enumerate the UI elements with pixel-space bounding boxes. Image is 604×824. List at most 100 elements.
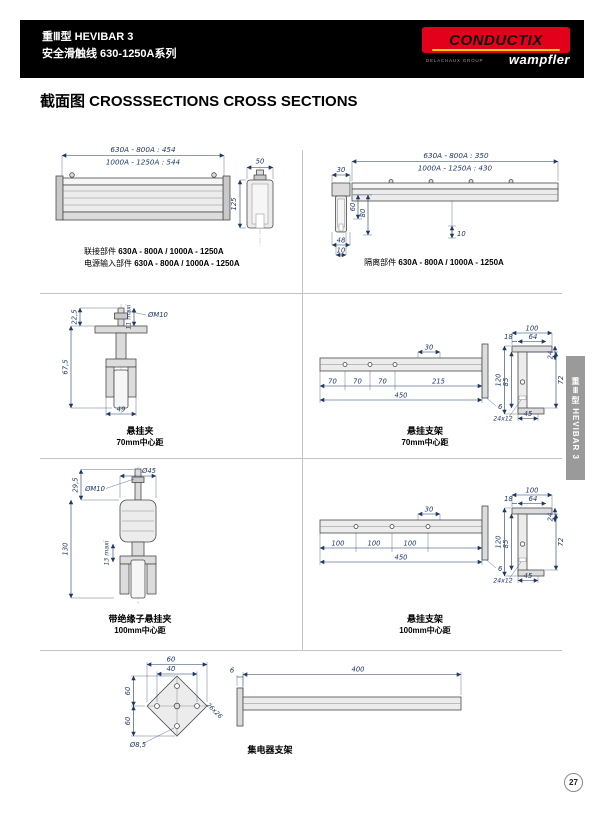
b100-seg2: 100	[368, 540, 381, 548]
bracket-100-drawing: 30 100 100 100 450 6 100 64 18	[319, 487, 565, 585]
dim-29-5: 29,5	[72, 477, 80, 492]
header-line2: 安全滑触线 630-1250A系列	[42, 48, 177, 60]
col-dim-hole: Ø8,5	[129, 741, 146, 749]
b100-ev-45: 45	[524, 572, 533, 580]
isolation-rail-view	[351, 179, 559, 202]
dim-22-5: 22,5	[71, 309, 79, 324]
dim-10-left: 10	[337, 247, 346, 255]
logo-brand-text: CONDUCTIX	[449, 31, 543, 49]
b100-seg1: 100	[332, 540, 345, 548]
dim-m10: ØM10	[147, 311, 168, 319]
clamp100-body	[119, 466, 157, 604]
b70-ev-72: 72	[557, 376, 565, 385]
dim-13-maxi: 13 maxi	[104, 540, 111, 565]
divider-h1	[40, 293, 562, 294]
col-dim-60-left2: 60	[124, 717, 132, 726]
dim-isolation-range2: 1000A - 1250A : 430	[418, 164, 493, 173]
bracket70-dimensions: 30 70 70 70 215 450 6	[319, 344, 503, 411]
bracket70-end-view: 100 64 18 24 120 85 72 45	[493, 325, 565, 423]
divider-h2	[40, 458, 562, 459]
collector-caption-line1: 集电器支架	[247, 745, 293, 755]
isolation-hanger	[331, 182, 351, 233]
b100-ev-24: 24	[547, 513, 555, 522]
col-dim-60-top: 60	[167, 656, 176, 664]
b100-ev-64: 64	[529, 495, 538, 503]
clamp70-caption-line2: 70mm中心距	[116, 438, 164, 447]
clamp100-caption: 带绝缘子悬挂夹 100mm中心距	[50, 613, 230, 637]
b70-seg2: 70	[353, 378, 362, 386]
b70-total: 450	[395, 392, 408, 400]
clamp70-caption: 悬挂夹 70mm中心距	[50, 425, 230, 449]
b100-ev-85: 85	[502, 540, 510, 549]
b70-ev-45: 45	[524, 410, 533, 418]
header-bar: 重Ⅲ型 HEVIBAR 3 安全滑触线 630-1250A系列 CONDUCTI…	[20, 20, 584, 78]
bracket100-end-view: 100 64 18 24 120 85 72 45	[493, 487, 565, 585]
insulated-clamp-100-drawing: Ø45 ØM10 29,5 130 13 maxi	[62, 466, 157, 604]
b100-total: 450	[395, 554, 408, 562]
isolation-length-dimension: 630A - 800A : 350 1000A - 1250A : 430	[351, 151, 559, 181]
clamp70-caption-line1: 悬挂夹	[126, 426, 154, 436]
b70-dim-6: 6	[498, 403, 503, 411]
bracket-70-drawing: 30 70 70 70 215 450 6 100 64 18	[319, 325, 565, 423]
conductix-wampfler-logo: CONDUCTIX DELACHAUX GROUP wampfler	[422, 27, 572, 73]
b70-seg1: 70	[328, 378, 337, 386]
page-number-badge: 27	[564, 773, 583, 792]
b100-ev-slot: 24x12	[493, 578, 512, 585]
dim-50: 50	[256, 158, 265, 166]
dim-67-5: 67,5	[62, 359, 70, 374]
side-tab: 重Ⅲ型 HEVIBAR 3	[566, 356, 585, 480]
isolation-caption-label: 隔离部件	[364, 258, 397, 267]
col-dim-6: 6	[230, 667, 235, 675]
joint-cover-drawing: 630A - 800A : 454 1000A - 1250A : 544 50	[55, 145, 274, 246]
collector-arm	[236, 687, 462, 727]
logo-tagline: DELACHAUX GROUP	[426, 58, 484, 63]
clamp70-body	[94, 304, 148, 414]
dim-10-right: 10	[457, 230, 466, 238]
dim-joint-range2: 1000A - 1250A : 544	[106, 158, 181, 167]
isolation-caption-value: 630A - 800A / 1000A - 1250A	[398, 258, 504, 267]
collector-caption: 集电器支架	[190, 744, 350, 756]
collector-plate	[146, 675, 208, 737]
bracket100-caption-line1: 悬挂支架	[406, 614, 443, 624]
b70-dim-30: 30	[425, 344, 434, 352]
joint-length-dimension: 630A - 800A : 454 1000A - 1250A : 544	[61, 145, 225, 176]
b70-ev-24: 24	[547, 351, 555, 360]
collector-bracket-drawing: 60 40 60 60 Ø8,5 26x26 400 6	[124, 656, 462, 749]
col-dim-square: 26x26	[205, 702, 224, 721]
b100-seg3: 100	[404, 540, 417, 548]
b70-seg3: 70	[378, 378, 387, 386]
clamp100-caption-line2: 100mm中心距	[114, 626, 166, 635]
dim-11-maxi: 11 maxi	[126, 304, 133, 329]
bracket70-caption-line2: 70mm中心距	[401, 438, 449, 447]
b100-dim-30: 30	[425, 506, 434, 514]
page-title: 截面图 CROSSSECTIONS CROSS SECTIONS	[40, 93, 358, 110]
bracket70-caption: 悬挂支架 70mm中心距	[340, 425, 510, 449]
col-dim-60-left1: 60	[124, 687, 132, 696]
logo-red-box: CONDUCTIX	[422, 27, 570, 53]
b100-dim-6: 6	[498, 565, 503, 573]
bracket70-caption-line1: 悬挂支架	[406, 426, 443, 436]
logo-yellow-accent	[432, 49, 560, 51]
b100-ev-18: 18	[504, 495, 513, 503]
dim-m10-100: ØM10	[84, 485, 105, 493]
header-line1: 重Ⅲ型 HEVIBAR 3	[42, 31, 134, 43]
joint-caption2-label: 电源输入部件	[84, 259, 132, 268]
bracket100-dimensions: 30 100 100 100 450 6	[319, 506, 503, 573]
dim-80: 80	[359, 209, 367, 218]
b70-ev-100: 100	[526, 325, 539, 333]
b100-ev-120: 120	[495, 536, 503, 549]
bracket100-arm	[319, 505, 489, 561]
dim-48: 48	[337, 237, 346, 245]
col-dim-40: 40	[167, 665, 176, 673]
b70-ev-120: 120	[495, 374, 503, 387]
joint-captions: 联接部件 630A - 800A / 1000A - 1250A 电源输入部件 …	[84, 246, 240, 270]
rail-cross-section-view: 50 125	[230, 158, 274, 246]
b70-ev-slot: 24x12	[493, 416, 512, 423]
dim-130: 130	[62, 543, 70, 556]
b70-ev-85: 85	[502, 378, 510, 387]
dim-125: 125	[230, 198, 238, 211]
dim-49: 49	[117, 406, 126, 414]
dim-isolation-range1: 630A - 800A : 350	[423, 151, 489, 160]
b70-ev-64: 64	[529, 333, 538, 341]
